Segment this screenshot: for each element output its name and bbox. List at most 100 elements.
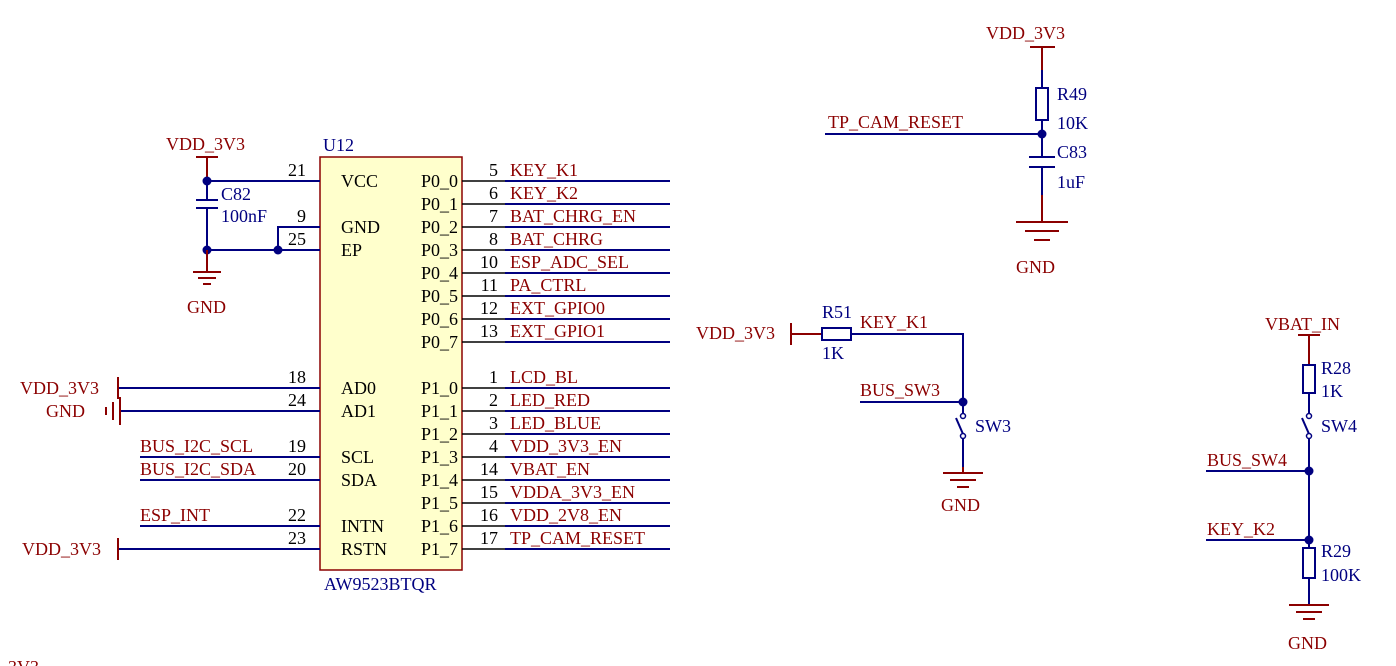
pin-number: 7 — [489, 206, 498, 226]
scl-net-label: BUS_I2C_SCL — [140, 436, 253, 456]
pin-name: AD0 — [341, 378, 376, 398]
pin-name: P0_6 — [421, 309, 458, 329]
u12-designator: U12 — [323, 135, 354, 155]
pin-name: P0_1 — [421, 194, 458, 214]
pin-number: 9 — [297, 206, 306, 226]
pin-name: SDA — [341, 470, 377, 490]
sw3-vdd-supply: VDD_3V3 — [696, 323, 822, 345]
vdd-top-net: VDD_3V3 — [166, 134, 245, 181]
net-label: KEY_K2 — [510, 183, 578, 203]
intn-net: ESP_INT — [140, 505, 320, 527]
pin-number: 23 — [288, 528, 306, 548]
sw4-gnd-label: GND — [1288, 633, 1327, 653]
ad0-net-label: VDD_3V3 — [20, 378, 99, 398]
gnd-symbol: GND — [1288, 604, 1329, 653]
gnd-label: GND — [187, 297, 226, 317]
pin-number: 11 — [481, 275, 498, 295]
c83-value: 1uF — [1057, 172, 1085, 192]
pin-number: 5 — [489, 160, 498, 180]
pin-number: 10 — [480, 252, 498, 272]
r51-resistor[interactable]: R51 1K — [821, 302, 852, 363]
bus-sw3-net: BUS_SW3 — [860, 380, 963, 403]
r28-resistor[interactable]: R28 1K — [1302, 358, 1351, 414]
sw3-key-net-label: KEY_K1 — [860, 312, 928, 332]
net-label: BAT_CHRG_EN — [510, 206, 636, 226]
r29-resistor[interactable]: R29 100K — [1302, 541, 1361, 605]
net-label: VDDA_3V3_EN — [510, 482, 635, 502]
pin-number: 20 — [288, 459, 306, 479]
c83-capacitor[interactable]: C83 1uF — [1029, 134, 1087, 195]
r49-value: 10K — [1057, 113, 1088, 133]
net-label: EXT_GPIO0 — [510, 298, 605, 318]
net-label: VDD_3V3_EN — [510, 436, 622, 456]
pin-number: 6 — [489, 183, 498, 203]
net-label: EXT_GPIO1 — [510, 321, 605, 341]
pin-number: 18 — [288, 367, 306, 387]
pin-number: 24 — [288, 390, 306, 410]
sw4-ref: SW4 — [1321, 416, 1357, 436]
r49-resistor[interactable]: R49 10K — [1035, 70, 1088, 134]
pin-number: 21 — [288, 160, 306, 180]
pin-name: P0_0 — [421, 171, 458, 191]
sda-net: BUS_I2C_SDA — [140, 459, 320, 481]
pin-number: 13 — [480, 321, 498, 341]
sw4-switch[interactable]: SW4 — [1301, 412, 1357, 549]
pin-number: 22 — [288, 505, 306, 525]
c82-capacitor[interactable]: C82 100nF — [196, 181, 267, 250]
net-label: LED_BLUE — [510, 413, 601, 433]
net-label: LCD_BL — [510, 367, 578, 387]
u12-left-pins: 21VCC9GND25EP18AD024AD119SCL20SDA22INTN2… — [284, 160, 387, 559]
reset-supply-label: VDD_3V3 — [986, 23, 1065, 43]
ad1-net: GND — [46, 397, 320, 425]
c83-ref: C83 — [1057, 142, 1087, 162]
pin-name: VCC — [341, 171, 378, 191]
bus-sw4-net: BUS_SW4 — [1206, 450, 1309, 472]
pin-name: P1_0 — [421, 378, 458, 398]
pin-number: 4 — [489, 436, 498, 456]
junction-dot — [1304, 466, 1314, 476]
pin-number: 25 — [288, 229, 306, 249]
pin-number: 17 — [480, 528, 498, 548]
net-label: VDD_2V8_EN — [510, 505, 622, 525]
sw3-supply-label: VDD_3V3 — [696, 323, 775, 343]
sw3-switch[interactable]: SW3 — [955, 412, 1011, 468]
c82-ref: C82 — [221, 184, 251, 204]
pin-name: AD1 — [341, 401, 376, 421]
sw3-gnd-label: GND — [941, 495, 980, 515]
vbat-in-label: VBAT_IN — [1265, 314, 1340, 334]
bus-sw3-label: BUS_SW3 — [860, 380, 940, 400]
cutoff-net-label: 3V3 — [8, 657, 39, 666]
pin-name: P1_6 — [421, 516, 458, 536]
tp-cam-reset-label: TP_CAM_RESET — [828, 112, 963, 132]
c82-value: 100nF — [221, 206, 267, 226]
u12-chip[interactable]: U12 AW9523BTQR — [319, 135, 463, 594]
rstn-net-label: VDD_3V3 — [22, 539, 101, 559]
pin-name: P0_7 — [421, 332, 458, 352]
pin-name: P0_3 — [421, 240, 458, 260]
bus-sw4-label: BUS_SW4 — [1207, 450, 1287, 470]
pin-name: SCL — [341, 447, 374, 467]
pin-number: 3 — [489, 413, 498, 433]
pin-name: EP — [341, 240, 362, 260]
intn-net-label: ESP_INT — [140, 505, 210, 525]
pin-name: INTN — [341, 516, 384, 536]
vbat-in-supply: VBAT_IN — [1265, 314, 1340, 365]
